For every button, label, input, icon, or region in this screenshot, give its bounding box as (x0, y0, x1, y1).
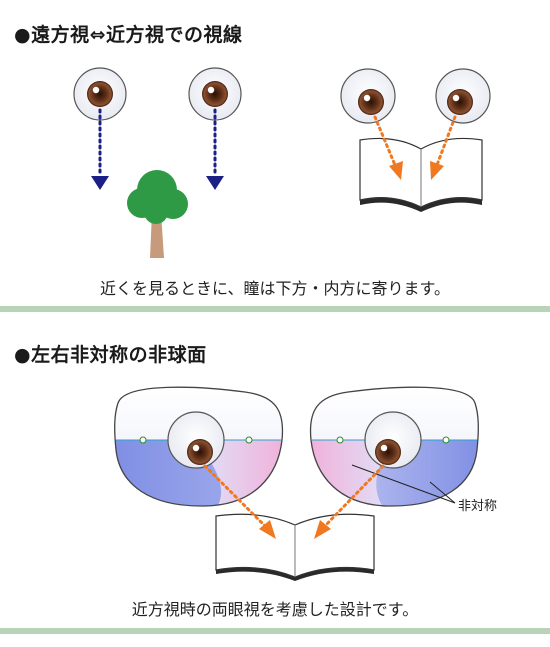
near-gaze-arrow-bottom-left (203, 464, 276, 539)
bottom-divider (0, 628, 550, 634)
asymmetric-label: 非対称 (458, 499, 497, 514)
caption-gaze: 近くを見るときに、瞳は下方・内方に寄ります。 (100, 279, 450, 298)
caption-aspheric: 近方視時の両眼視を考慮した設計です。 (131, 600, 419, 619)
near-gaze-arrow-right (430, 115, 457, 180)
book-icon-bottom (215, 513, 375, 581)
section-title-aspheric: ●左右非対称の非球面 (14, 344, 207, 366)
distance-eye-right (188, 67, 242, 121)
near-eye-right (435, 68, 491, 124)
distance-gaze-arrow-left (91, 108, 109, 190)
asymmetric-leader-lines (351, 464, 456, 504)
left-lens-eye (167, 411, 225, 469)
section-divider (0, 306, 550, 312)
near-eye-left (340, 68, 396, 124)
section-title-gaze: ●遠方視⇔近方視での視線 (14, 24, 243, 46)
right-lens-eye (364, 411, 422, 469)
near-gaze-arrow-left (373, 115, 403, 180)
book-icon (359, 137, 483, 212)
distance-eye-left (73, 67, 127, 121)
tree-icon (127, 170, 188, 258)
near-gaze-arrow-bottom-right (314, 464, 385, 539)
distance-gaze-arrow-right (206, 108, 224, 190)
